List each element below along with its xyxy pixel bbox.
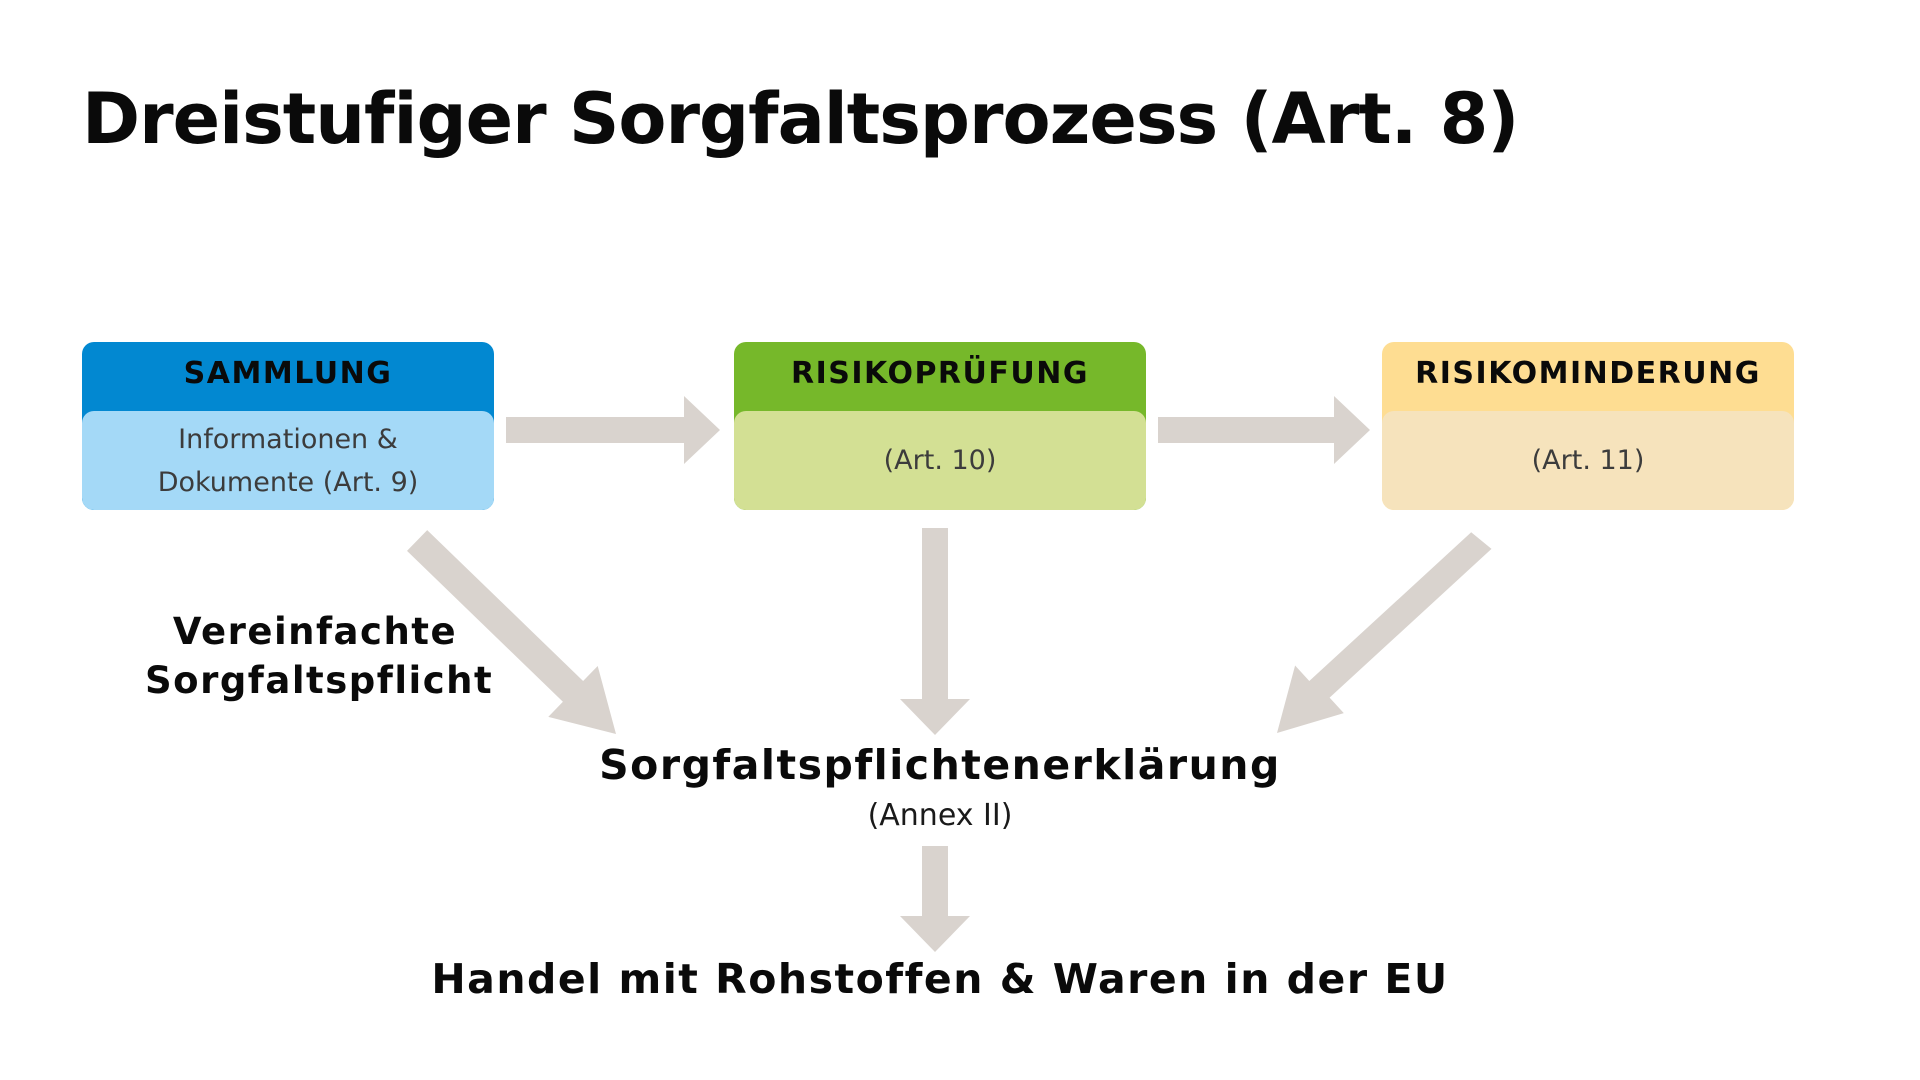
declaration-annex-label: (Annex II): [867, 798, 1013, 833]
stage-sammlung-header: SAMMLUNG: [183, 356, 393, 391]
stage-sammlung-text-line: Dokumente (Art. 9): [157, 466, 419, 498]
stage-risikopruefung: RISIKOPRÜFUNG (Art. 10): [734, 342, 1146, 510]
simplified-due-diligence-label: Vereinfachte Sorgfaltspflicht: [145, 607, 494, 705]
stage-risikominderung: RISIKOMINDERUNG (Art. 11): [1382, 342, 1794, 510]
arrow-risikominderung-to-declaration: [1277, 532, 1492, 733]
trade-result-label: Handel mit Rohstoffen & Waren in der EU: [431, 955, 1449, 1003]
arrow-risikopruefung-to-risikominderung: [1158, 396, 1370, 464]
page-title: Dreistufiger Sorgfaltsprozess (Art. 8): [82, 78, 1519, 160]
stage-sammlung-body: Informationen & Dokumente (Art. 9): [82, 411, 494, 510]
stage-risikopruefung-header: RISIKOPRÜFUNG: [791, 356, 1089, 391]
arrow-declaration-to-trade: [900, 846, 970, 952]
stage-risikopruefung-text: (Art. 10): [883, 445, 997, 476]
declaration-label: Sorgfaltspflichtenerklärung: [599, 741, 1281, 789]
stage-sammlung: SAMMLUNG Informationen & Dokumente (Art.…: [82, 342, 494, 510]
arrow-sammlung-to-declaration: [407, 530, 616, 734]
arrow-sammlung-to-risikopruefung: [506, 396, 720, 464]
stage-risikopruefung-body: (Art. 10): [734, 411, 1146, 510]
stage-risikominderung-body: (Art. 11): [1382, 411, 1794, 510]
simplified-line: Sorgfaltspflicht: [145, 659, 494, 702]
arrow-risikopruefung-to-declaration: [900, 528, 970, 735]
simplified-line: Vereinfachte: [172, 610, 458, 653]
stage-risikominderung-text: (Art. 11): [1531, 445, 1645, 476]
stage-sammlung-text-line: Informationen &: [178, 423, 398, 455]
stage-risikominderung-header: RISIKOMINDERUNG: [1415, 356, 1761, 391]
